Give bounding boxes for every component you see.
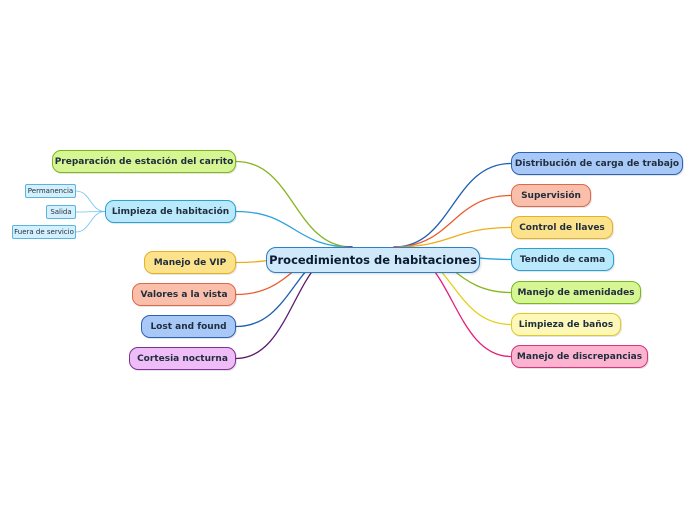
topic-valores[interactable]: Valores a la vista	[132, 283, 236, 306]
topic-distribucion[interactable]: Distribución de carga de trabajo	[511, 152, 683, 175]
connector-distribucion	[393, 162, 512, 248]
subtopic-salida[interactable]: Salida	[46, 205, 76, 219]
topic-cortesia[interactable]: Cortesia nocturna	[129, 347, 236, 370]
topic-tendido[interactable]: Tendido de cama	[511, 248, 614, 271]
central-topic[interactable]: Procedimientos de habitaciones	[266, 247, 480, 273]
topic-amenidades[interactable]: Manejo de amenidades	[511, 281, 641, 304]
connector-fuera-servicio	[75, 211, 106, 233]
connector-permanencia	[75, 190, 106, 212]
topic-control-llaves[interactable]: Control de llaves	[511, 216, 613, 239]
subtopic-permanencia[interactable]: Permanencia	[25, 184, 76, 198]
topic-supervision[interactable]: Supervisión	[511, 184, 591, 207]
connector-control-llaves	[393, 226, 512, 248]
connector-supervision	[393, 194, 512, 248]
topic-vip[interactable]: Manejo de VIP	[144, 251, 236, 274]
topic-limpieza-hab[interactable]: Limpieza de habitación	[105, 200, 236, 223]
connector-preparacion	[235, 160, 353, 248]
topic-discrepancias[interactable]: Manejo de discrepancias	[511, 345, 648, 368]
connector-limpieza-hab	[235, 210, 353, 248]
subtopic-fuera-servicio[interactable]: Fuera de servicio	[12, 225, 76, 239]
topic-limpieza-banos[interactable]: Limpieza de baños	[511, 313, 621, 336]
topic-lost-found[interactable]: Lost and found	[141, 315, 236, 338]
topic-preparacion[interactable]: Preparación de estación del carrito	[52, 150, 236, 173]
